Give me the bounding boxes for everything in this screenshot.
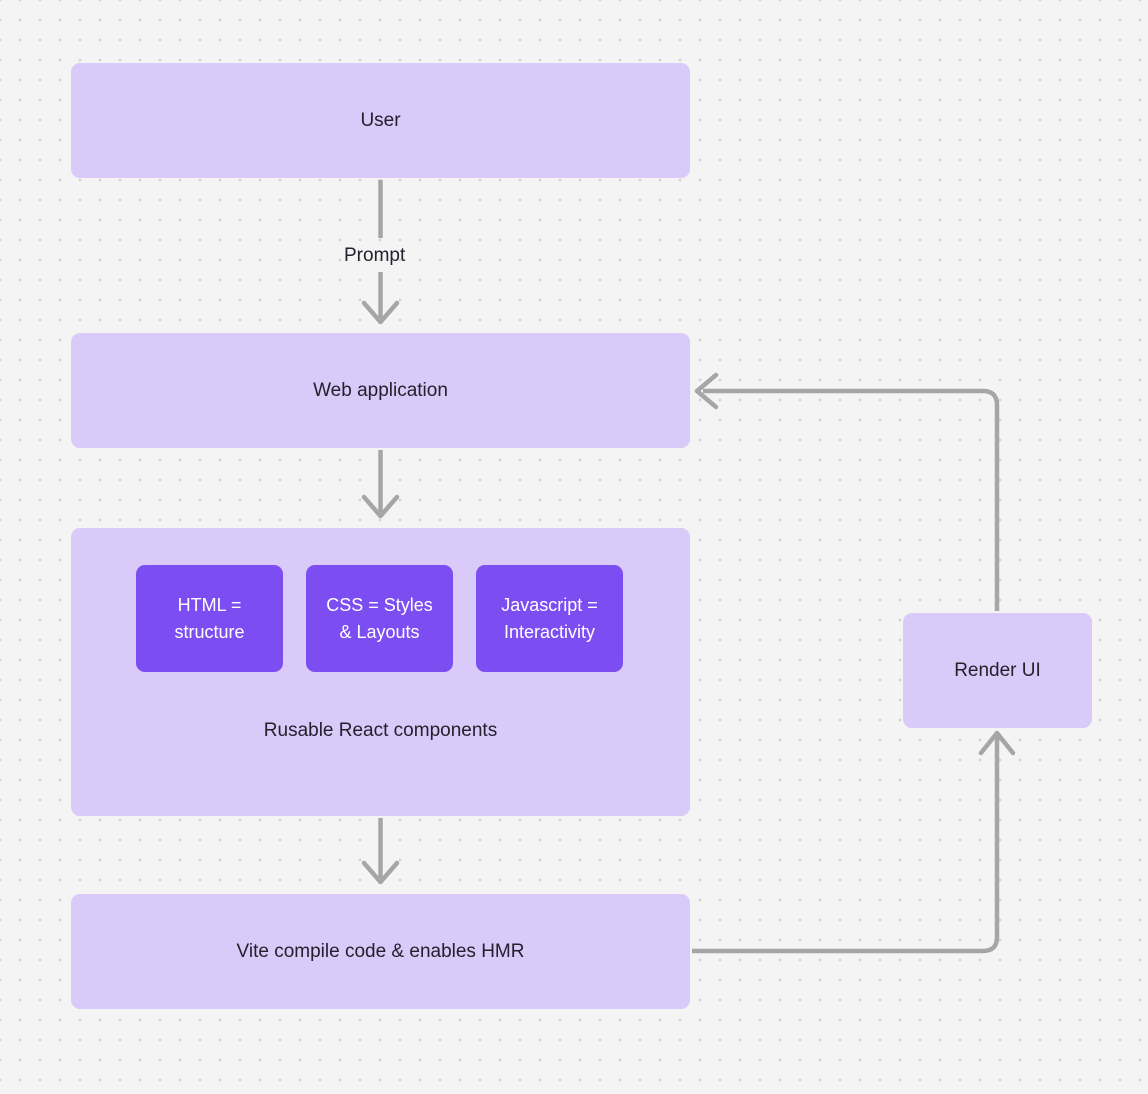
edge-vite-to-render	[692, 730, 1016, 954]
node-vite[interactable]: Vite compile code & enables HMR	[71, 894, 690, 1009]
chip-css[interactable]: CSS = Styles & Layouts	[306, 565, 453, 672]
arrowhead-down-icon	[361, 300, 400, 325]
arrowhead-left-icon	[694, 372, 719, 410]
node-vite-label: Vite compile code & enables HMR	[236, 940, 525, 962]
edge-label-prompt: Prompt	[344, 245, 406, 266]
node-web-application[interactable]: Web application	[71, 333, 690, 448]
node-reusable-components-caption: Rusable React components	[263, 720, 498, 741]
chip-html-line2: structure	[174, 621, 245, 642]
chip-html[interactable]: HTML = structure	[136, 565, 283, 672]
arrowhead-down-icon	[361, 860, 400, 885]
node-user-label: User	[360, 109, 401, 131]
edge-components-to-vite	[361, 818, 400, 885]
node-user[interactable]: User	[71, 63, 690, 178]
chip-css-line2: & Layouts	[339, 621, 420, 642]
chip-css-line1: CSS = Styles	[326, 595, 433, 616]
node-web-application-label: Web application	[313, 379, 448, 401]
chip-html-line1: HTML =	[177, 595, 242, 616]
arrowhead-down-icon	[361, 494, 400, 519]
arrowhead-up-icon	[978, 730, 1016, 756]
edge-webapp-to-components	[361, 450, 400, 519]
edge-segment	[703, 388, 1000, 611]
node-render-ui[interactable]: Render UI	[903, 613, 1092, 728]
node-render-ui-label: Render UI	[954, 659, 1041, 681]
chip-javascript-line1: Javascript =	[501, 595, 598, 616]
edge-render-to-webapp	[694, 372, 1000, 611]
node-reusable-components[interactable]: HTML = structure CSS = Styles & Layouts …	[71, 528, 690, 816]
chip-javascript[interactable]: Javascript = Interactivity	[476, 565, 623, 672]
chip-javascript-line2: Interactivity	[503, 621, 595, 642]
edge-segment	[692, 736, 1000, 954]
